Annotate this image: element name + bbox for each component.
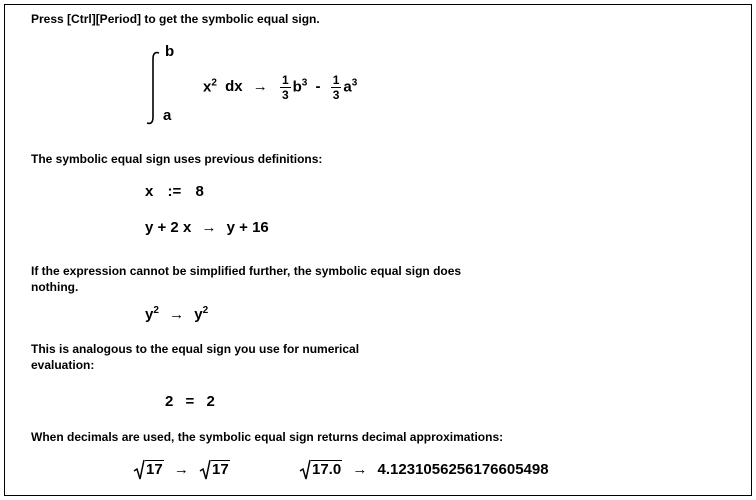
- worksheet-region: Press [Ctrl][Period] to get the symbolic…: [4, 4, 752, 496]
- note-numerical-evaluation: This is analogous to the equal sign you …: [31, 342, 360, 372]
- fraction-numerator: 1: [330, 73, 342, 88]
- definition-value: 8: [195, 183, 204, 200]
- radicand: 17: [211, 459, 230, 478]
- decimal-result: 4.1231056256176605498: [377, 460, 549, 478]
- symbolic-arrow: →: [169, 306, 185, 323]
- minus-sign: -: [315, 78, 321, 96]
- fraction-numerator: 1: [279, 73, 291, 88]
- numeric-right: 2: [206, 393, 215, 410]
- numeric-equal-sign: =: [185, 393, 195, 410]
- note-decimal-approximations: When decimals are used, the symbolic equ…: [31, 430, 504, 444]
- term1-base: b: [292, 78, 302, 96]
- radical-1-result: 17: [199, 459, 230, 481]
- integrand-exponent: 2: [211, 77, 217, 89]
- definition-operator: :=: [167, 183, 182, 200]
- expression-right-exponent: 2: [202, 305, 209, 316]
- symbolic-expression-y-squared[interactable]: y2 → y2: [145, 305, 208, 323]
- radical-1: 17: [133, 459, 164, 481]
- radicand: 17: [145, 459, 164, 478]
- numeric-evaluation[interactable]: 2 = 2: [165, 393, 215, 410]
- expression-left-exponent: 2: [153, 305, 159, 316]
- numeric-left: 2: [165, 393, 174, 410]
- integral-differential: dx: [225, 78, 243, 96]
- integral-sign-icon: [146, 51, 160, 125]
- definition-variable: x: [145, 183, 154, 200]
- radical-sign-icon: [133, 459, 145, 480]
- term2-base: a: [343, 78, 352, 96]
- radical-sign-icon: [199, 459, 211, 480]
- expression-right: y + 16: [226, 219, 269, 236]
- symbolic-arrow: →: [173, 460, 189, 478]
- expression-right-base: y: [194, 306, 203, 323]
- radical-2: 17.0: [299, 459, 343, 481]
- expression-left: y + 2 x: [145, 219, 192, 236]
- term2-exponent: 3: [351, 77, 358, 89]
- note-previous-definitions: The symbolic equal sign uses previous de…: [31, 152, 323, 166]
- symbolic-sqrt-17-decimal[interactable]: 17.0 → 4.1231056256176605498: [299, 459, 549, 481]
- definition-x[interactable]: x := 8: [145, 183, 204, 200]
- integrand-base: x: [203, 78, 212, 96]
- symbolic-expression-y-plus-2x[interactable]: y + 2 x → y + 16: [145, 219, 269, 236]
- note-symbolic-equal-shortcut: Press [Ctrl][Period] to get the symbolic…: [31, 12, 320, 26]
- term1-exponent: 3: [301, 77, 308, 89]
- symbolic-arrow: →: [352, 460, 368, 478]
- note-cannot-simplify: If the expression cannot be simplified f…: [31, 264, 462, 294]
- radicand: 17.0: [311, 459, 343, 478]
- symbolic-arrow: →: [252, 78, 268, 96]
- integral-upper-limit: b: [165, 43, 175, 60]
- symbolic-arrow: →: [201, 219, 217, 236]
- expression-left-base: y: [145, 306, 154, 323]
- fraction-denominator: 3: [332, 88, 340, 102]
- fraction-denominator: 3: [281, 88, 289, 102]
- radical-sign-icon: [299, 459, 311, 480]
- integral-lower-limit: a: [163, 107, 172, 124]
- symbolic-sqrt-17[interactable]: 17 → 17: [133, 459, 230, 481]
